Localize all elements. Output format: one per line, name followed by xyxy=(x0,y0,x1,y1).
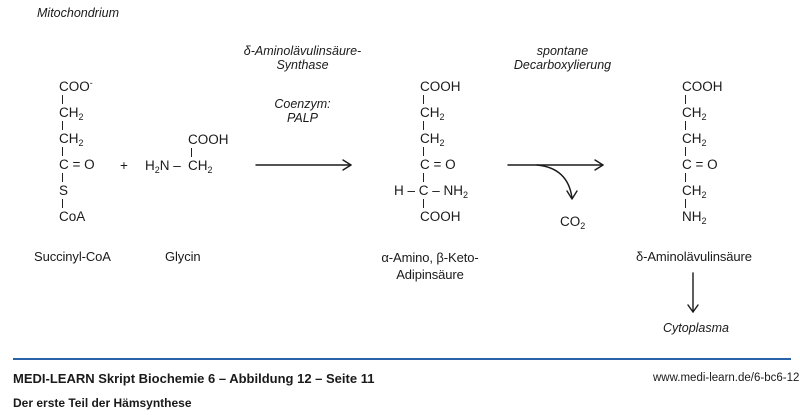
bond xyxy=(685,95,687,104)
amine-group: H2N – xyxy=(145,158,181,175)
molecule-name-aminolevulinic-acid: δ-Aminolävulinsäure xyxy=(636,249,752,264)
molecule-name-succinyl-coa: Succinyl-CoA xyxy=(34,249,111,264)
atom-cooh: COOH xyxy=(420,79,461,94)
molecule-name-amino-keto-adipic-acid: α-Amino, β-Keto- Adipinsäure xyxy=(381,250,479,282)
atom-c-keto: C = O xyxy=(682,157,718,172)
atom-ch2: CH2 xyxy=(682,131,707,148)
atom-ch2: CH2 xyxy=(420,105,445,122)
atom-coo: COO- xyxy=(59,78,93,94)
atom-ch2: CH2 xyxy=(682,105,707,122)
reaction-arrow-step1 xyxy=(255,159,352,171)
bond xyxy=(62,95,64,104)
bond xyxy=(423,95,425,104)
bond xyxy=(685,199,687,208)
co2-release-arrow xyxy=(536,164,578,200)
compartment-label-mitochondrium: Mitochondrium xyxy=(37,6,119,20)
bond xyxy=(62,173,64,182)
coenzyme-label: Coenzym: PALP xyxy=(274,97,331,125)
compartment-label-cytoplasma: Cytoplasma xyxy=(663,321,729,335)
atom-ch2: CH2 xyxy=(59,105,84,122)
export-arrow-down xyxy=(687,272,699,313)
atom-coa: CoA xyxy=(59,209,86,224)
atom-ch2: CH2 xyxy=(682,183,707,200)
decarboxylation-label: spontane Decarboxylierung xyxy=(513,44,612,72)
footer-title: MEDI-LEARN Skript Biochemie 6 – Abbildun… xyxy=(13,371,375,386)
bond xyxy=(62,147,64,156)
bond xyxy=(62,199,64,208)
bond xyxy=(423,147,425,156)
bond xyxy=(685,173,687,182)
byproduct-co2: CO2 xyxy=(560,214,586,231)
atom-s: S xyxy=(59,183,69,198)
enzyme-label: δ-Aminolävulinsäure- Synthase xyxy=(243,44,362,72)
atom-cooh: COOH xyxy=(188,132,229,147)
footer-subtitle: Der erste Teil der Hämsynthese xyxy=(13,396,192,410)
bond xyxy=(191,148,193,157)
bond xyxy=(685,147,687,156)
footer-divider xyxy=(13,358,791,360)
reaction-arrow-step2 xyxy=(507,159,604,171)
bond xyxy=(423,121,425,130)
atom-cooh: COOH xyxy=(682,79,723,94)
atom-ch2: CH2 xyxy=(188,158,213,175)
bond xyxy=(423,173,425,182)
atom-c-keto: C = O xyxy=(59,157,95,172)
bond xyxy=(423,199,425,208)
atom-ch2: CH2 xyxy=(420,131,445,148)
bond xyxy=(685,121,687,130)
bond xyxy=(62,121,64,130)
atom-c-keto: C = O xyxy=(420,157,456,172)
atom-ch2: CH2 xyxy=(59,131,84,148)
atom-alpha-carbon: H – C – NH2 xyxy=(394,183,469,200)
footer-url[interactable]: www.medi-learn.de/6-bc6-12 xyxy=(653,372,800,384)
atom-nh2: NH2 xyxy=(682,209,707,226)
atom-cooh: COOH xyxy=(420,209,461,224)
plus-sign: + xyxy=(120,158,128,173)
molecule-name-glycin: Glycin xyxy=(165,249,201,264)
